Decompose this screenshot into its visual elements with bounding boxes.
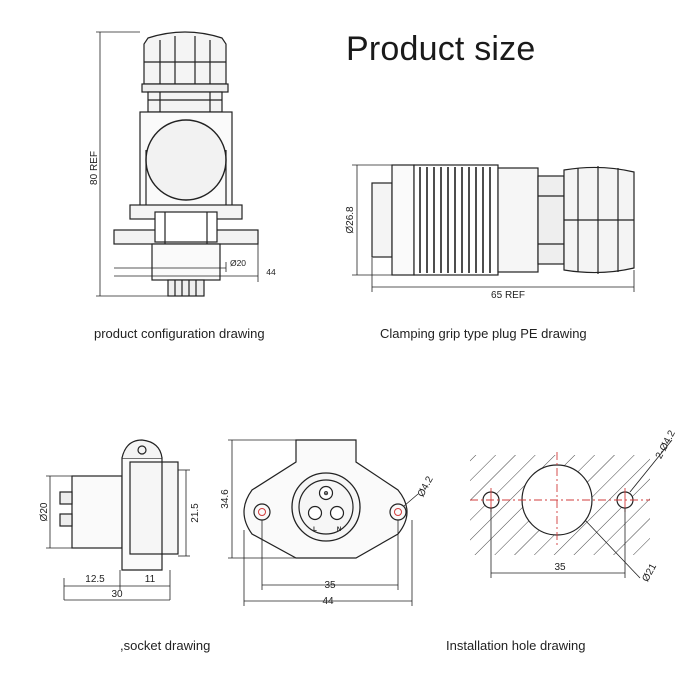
hole-drawing xyxy=(470,439,673,579)
socket-side-drawing xyxy=(46,439,190,601)
caption-hole: Installation hole drawing xyxy=(446,638,586,653)
socket-side-dia-label: Ø20 xyxy=(39,502,50,521)
caption-config: product configuration drawing xyxy=(94,326,265,341)
plug-dia-label: Ø26.8 xyxy=(345,206,356,234)
config-drawing xyxy=(96,31,259,297)
socket-front-hole-label: Ø4.2 xyxy=(416,474,436,499)
socket-front-h-label: 34.6 xyxy=(220,489,231,509)
socket-side-a-label: 12.5 xyxy=(85,574,105,585)
pin-left-label: L xyxy=(313,527,317,533)
config-dia-label: Ø20 xyxy=(230,258,246,268)
hole-center-label: Ø21 xyxy=(640,562,659,584)
hole-pitch-label: 35 xyxy=(554,562,566,573)
caption-plug: Clamping grip type plug PE drawing xyxy=(380,326,587,341)
socket-front-drawing xyxy=(228,439,419,606)
plug-length-label: 65 REF xyxy=(491,290,525,301)
config-height-label: 80 REF xyxy=(89,151,100,185)
socket-side-h-label: 21.5 xyxy=(190,503,201,523)
pin-right-label: N xyxy=(337,527,341,533)
socket-side-total-label: 30 xyxy=(111,589,123,600)
socket-side-b-label: 11 xyxy=(145,574,156,585)
hole-holes-label: 2-Ø4.2 xyxy=(654,428,678,461)
plug-drawing xyxy=(352,164,635,292)
caption-socket: ,socket drawing xyxy=(120,638,211,653)
config-width-label: 44 xyxy=(266,267,276,277)
page-title: Product size xyxy=(346,30,536,68)
socket-front-pitch-label: 35 xyxy=(324,580,336,591)
pin-top-label: ⊕ xyxy=(323,491,328,497)
socket-front-width-label: 44 xyxy=(322,596,334,607)
